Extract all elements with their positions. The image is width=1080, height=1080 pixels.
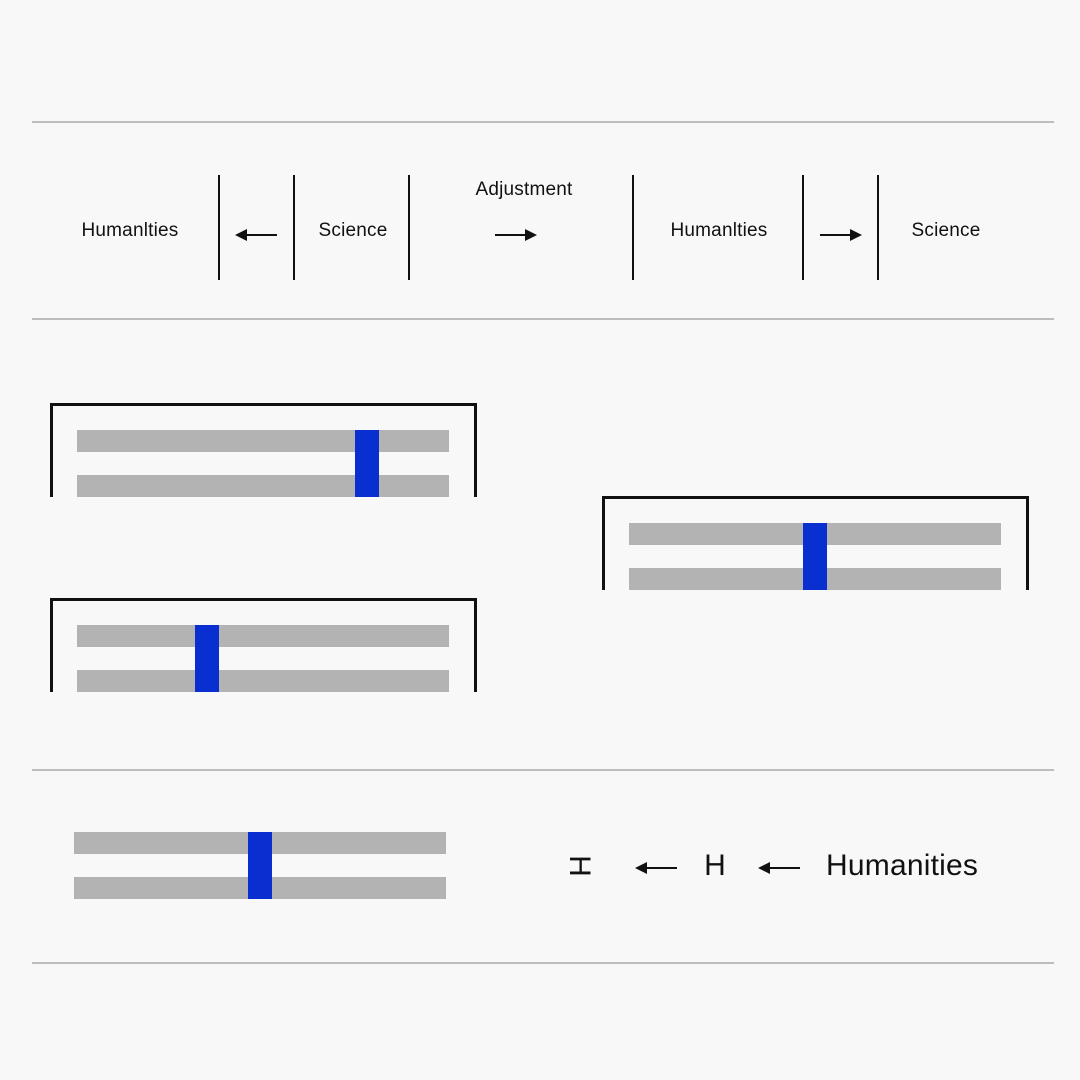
bar-top-left-lower [77, 475, 449, 497]
arrow-left-icon [235, 228, 277, 242]
slider-handle-bottom[interactable] [248, 832, 272, 899]
arrow-right-icon [820, 228, 862, 242]
slider-handle-right[interactable] [803, 523, 827, 590]
divider-line-3 [408, 175, 410, 280]
divider-lower-middle [32, 769, 1054, 771]
label-humanities-left: Humanlties [81, 220, 179, 241]
arrow-left-icon [758, 861, 800, 875]
divider-line-1 [218, 175, 220, 280]
slider-handle-bottom-left[interactable] [195, 625, 220, 692]
arrow-left-icon [635, 861, 677, 875]
label-adjustment: Adjustment [475, 179, 573, 200]
divider-line-5 [802, 175, 804, 280]
divider-line-6 [877, 175, 879, 280]
label-science-left: Science [318, 220, 388, 241]
bracket-right [602, 496, 1029, 590]
label-science-right: Science [911, 220, 981, 241]
divider-line-4 [632, 175, 634, 280]
divider-bottom [32, 962, 1054, 964]
divider-upper-middle [32, 318, 1054, 320]
bar-top-left-upper [77, 430, 449, 452]
slider-handle-top-left[interactable] [355, 430, 380, 497]
bracket-top-left [50, 403, 477, 497]
arrow-right-icon [495, 228, 537, 242]
divider-top [32, 121, 1054, 123]
bracket-bottom-left [50, 598, 477, 692]
bar-bottom-left-lower [77, 670, 449, 692]
word-humanities: Humanities [826, 849, 979, 882]
glyph-h: H [704, 849, 726, 882]
divider-line-2 [293, 175, 295, 280]
bar-bottom-left-upper [77, 625, 449, 647]
glyph-h-rotated: H [563, 855, 596, 877]
label-humanities-right: Humanlties [670, 220, 768, 241]
